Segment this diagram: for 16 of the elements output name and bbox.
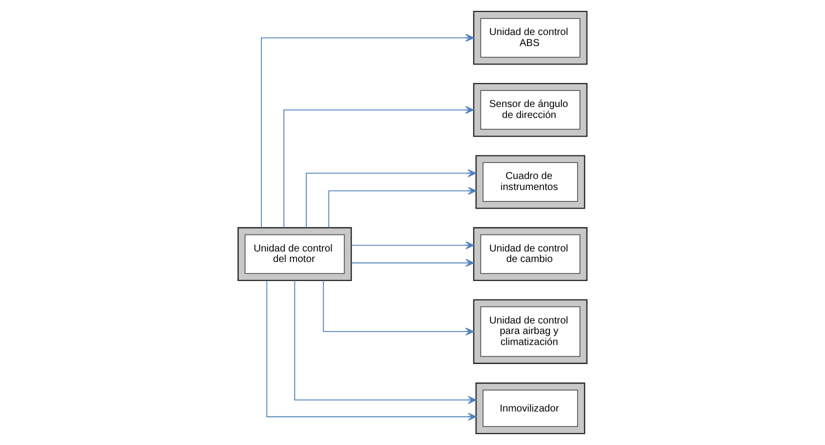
node-box: Unidad de control del motor bbox=[238, 227, 352, 282]
arrow bbox=[306, 169, 476, 228]
node-box: Cuadro de instrumentos bbox=[475, 155, 586, 209]
arrow bbox=[322, 280, 474, 336]
arrow bbox=[350, 258, 474, 267]
arrow bbox=[266, 280, 476, 421]
node-box: Unidad de control de cambio bbox=[473, 227, 588, 282]
node-box: Sensor de ángulo de dirección bbox=[473, 82, 588, 137]
arrow bbox=[350, 241, 474, 250]
node-box: Unidad de control para airbag y climatización bbox=[473, 299, 588, 364]
arrow bbox=[294, 280, 476, 404]
arrow bbox=[283, 106, 474, 228]
arrow bbox=[260, 34, 474, 228]
arrow bbox=[328, 186, 476, 228]
node-box: Inmovilizador bbox=[475, 382, 586, 434]
node-box: Unidad de control ABS bbox=[473, 10, 588, 65]
